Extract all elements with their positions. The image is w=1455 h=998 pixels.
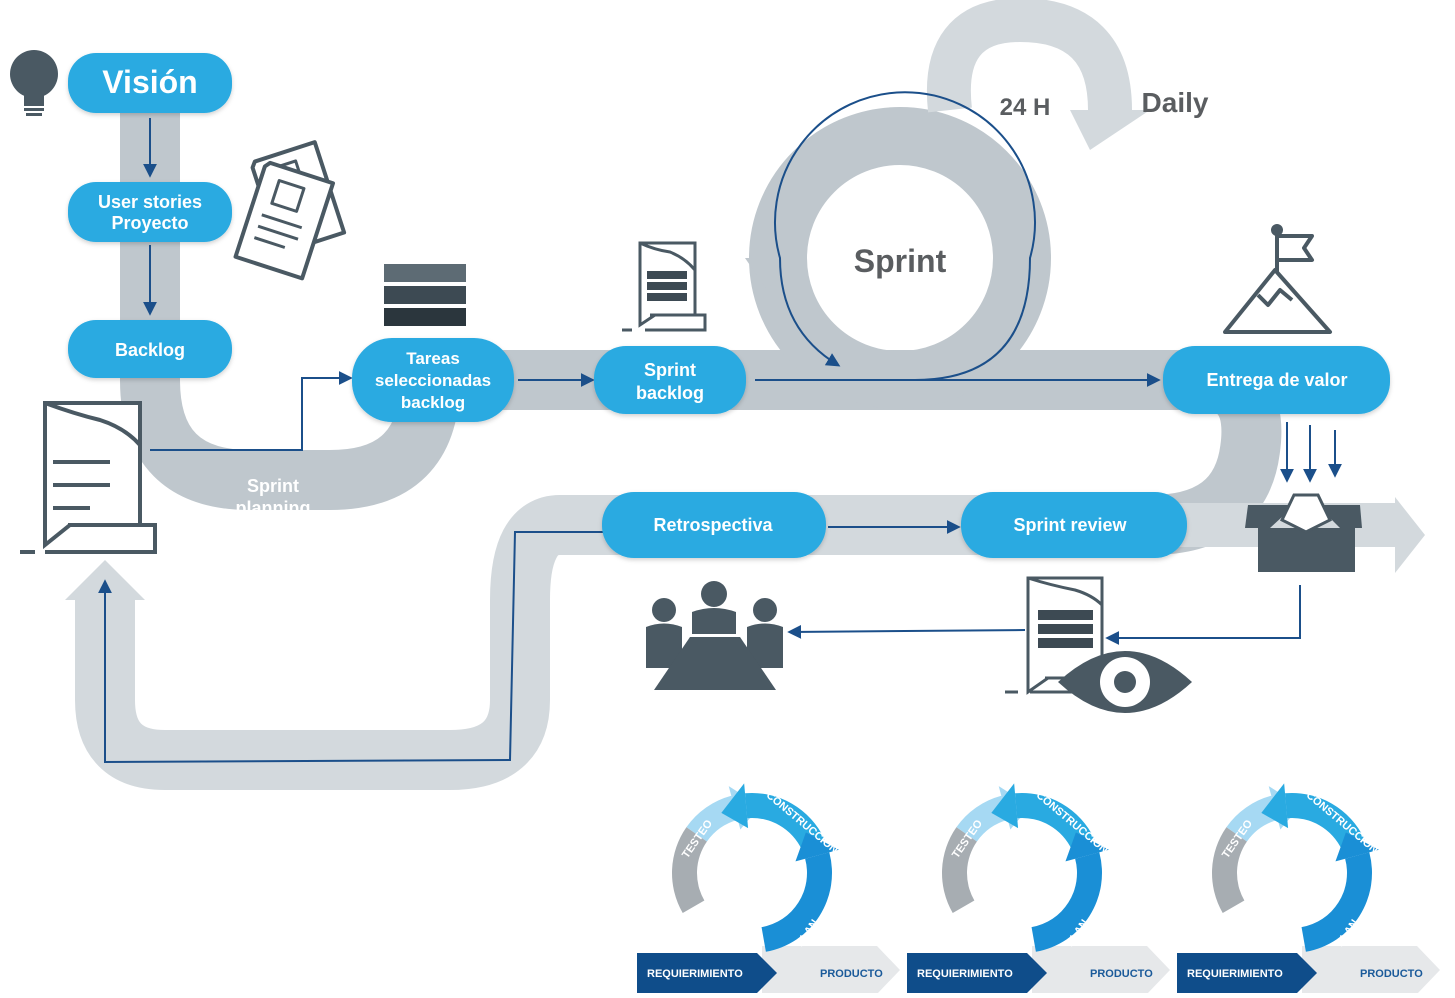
step-sprint-review[interactable]: Sprint review — [961, 492, 1187, 558]
requirement-arrow — [907, 953, 1047, 993]
tareas-label-line3: backlog — [401, 393, 465, 412]
construction-segment — [745, 793, 825, 850]
sprint-backlog-doc-icon — [622, 241, 707, 332]
review-doc-eye-icon — [1005, 576, 1192, 713]
daily-label: Daily — [1142, 87, 1209, 118]
construction-arrowhead — [991, 783, 1019, 829]
plan-left-label: PLAN — [951, 918, 978, 949]
sprint-planning-label-line2: planning — [236, 498, 311, 518]
task-stack-icon — [384, 264, 466, 326]
test-segment — [956, 795, 1008, 842]
construction-arrowhead — [721, 783, 749, 829]
test-segment — [1226, 795, 1278, 842]
step-vision[interactable]: Visión — [68, 53, 232, 113]
user-stories-label-line1: User stories — [98, 192, 202, 212]
team-meeting-icon — [646, 581, 783, 690]
flag-mountain-icon — [1223, 224, 1332, 334]
backlog-label: Backlog — [115, 340, 185, 360]
step-retrospectiva[interactable]: Retrospectiva — [602, 492, 826, 558]
construction-segment — [1285, 793, 1365, 850]
tareas-label-line2: seleccionadas — [375, 371, 491, 390]
flow-arrows — [98, 91, 1342, 764]
requirement-label: REQUIERIMIENTO — [917, 968, 1013, 980]
construction-arrowhead — [1261, 783, 1289, 829]
plan-left-label: PLAN — [1221, 918, 1248, 949]
requirement-arrow — [637, 953, 777, 993]
plan-right-segment — [1301, 852, 1373, 952]
plan-left-segment — [942, 827, 977, 913]
entrega-label: Entrega de valor — [1206, 370, 1347, 390]
lightbulb-icon — [10, 50, 58, 116]
road-exit-arrowhead — [1395, 497, 1425, 573]
sprint-planning-label-line1: Sprint — [247, 476, 299, 496]
product-label: PRODUCTO — [820, 968, 883, 980]
product-arrow — [1032, 946, 1170, 994]
daily-loop — [926, 0, 1132, 113]
open-box-icon — [1245, 493, 1362, 572]
vision-label: Visión — [102, 64, 197, 100]
retrospectiva-label: Retrospectiva — [653, 515, 773, 535]
user-stories-label-line2: Proyecto — [111, 213, 188, 233]
plan-right-segment — [1031, 852, 1102, 952]
construction-segment — [1015, 793, 1095, 850]
plan-right-segment — [761, 852, 832, 952]
sprint-review-label: Sprint review — [1013, 515, 1127, 535]
requirement-arrow — [1177, 953, 1317, 993]
step-entrega-de-valor[interactable]: Entrega de valor — [1163, 346, 1390, 414]
requirement-label: REQUIERIMIENTO — [1187, 968, 1283, 980]
requirement-label: REQUIERIMIENTO — [647, 968, 743, 980]
road-lower-return — [75, 495, 1150, 790]
plan-arrowhead — [795, 832, 839, 862]
road-planning-curve — [120, 85, 460, 510]
step-user-stories[interactable]: User stories Proyecto — [68, 182, 232, 242]
product-label: PRODUCTO — [1360, 968, 1423, 980]
daily-loop-arrowhead — [1070, 110, 1150, 150]
step-sprint-backlog[interactable]: Sprint backlog — [594, 346, 746, 414]
backlog-doc-icon — [20, 401, 157, 554]
sprint-loop-arrowhead — [745, 258, 790, 290]
plan-arrowhead — [1065, 832, 1109, 862]
hours-label: 24 H — [1000, 94, 1051, 121]
tareas-label-line1: Tareas — [406, 349, 460, 368]
plan-left-segment — [672, 827, 707, 913]
documents-icon — [233, 140, 347, 281]
product-arrow — [762, 946, 900, 994]
step-backlog[interactable]: Backlog — [68, 320, 232, 378]
plan-left-segment — [1212, 827, 1247, 913]
sprint-backlog-label-line2: backlog — [636, 383, 704, 403]
plan-left-label: PLAN — [681, 918, 708, 949]
plan-arrowhead — [1335, 832, 1379, 862]
step-tareas-seleccionadas[interactable]: Tareas seleccionadas backlog — [352, 338, 514, 422]
sprint-backlog-label-line1: Sprint — [644, 360, 696, 380]
product-arrow — [1302, 946, 1440, 994]
product-label: PRODUCTO — [1090, 968, 1153, 980]
test-segment — [686, 795, 738, 842]
sprint-label: Sprint — [854, 243, 947, 279]
